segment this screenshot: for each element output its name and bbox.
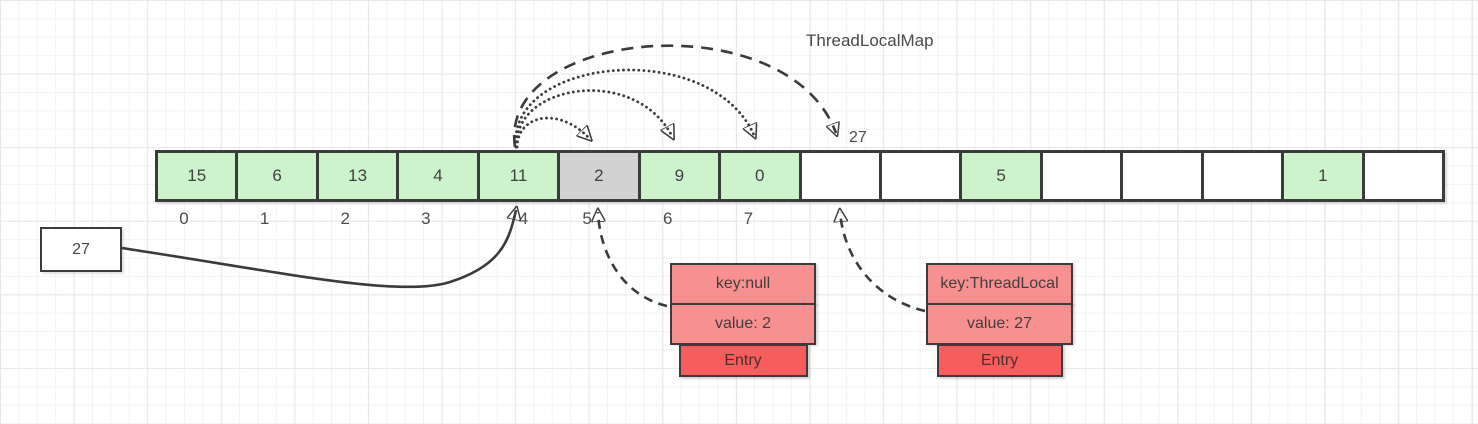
entry-value-label: value: 27 xyxy=(926,303,1073,345)
index-label: 6 xyxy=(663,209,673,228)
probe-arc-index4-to-5 xyxy=(515,116,589,149)
array-cell: 9 xyxy=(640,153,722,199)
array-cell: 11 xyxy=(479,153,561,199)
index-label: 7 xyxy=(743,209,754,228)
array-cell: 13 xyxy=(318,153,400,199)
array-cell xyxy=(881,153,963,199)
hash-value-text: 27 xyxy=(72,240,90,258)
array-cell: 0 xyxy=(721,153,802,199)
entry-box-null: key:null value: 2 Entry xyxy=(670,263,816,377)
array-cell xyxy=(1123,153,1204,199)
array-cell: 15 xyxy=(158,153,239,199)
entry-title-label: Entry xyxy=(678,344,808,377)
array-cell: 2 xyxy=(560,153,641,199)
entry-key-label: key:ThreadLocal xyxy=(926,263,1073,305)
entry-threadlocal-arrow-to-index-8 xyxy=(840,212,926,313)
index-label: 4 xyxy=(518,209,529,228)
entry-box-threadlocal: key:ThreadLocal value: 27 Entry xyxy=(926,263,1073,377)
entry-key-label: key:null xyxy=(670,263,816,305)
hash-value-box: 27 xyxy=(40,227,122,272)
index-label: 2 xyxy=(340,209,350,228)
index-label: 1 xyxy=(259,209,270,228)
probe-result-label: 27 xyxy=(849,129,867,146)
index-label: 3 xyxy=(421,209,431,228)
array-cell xyxy=(1042,153,1124,199)
entry-title-label: Entry xyxy=(936,344,1063,377)
array-cell xyxy=(1203,153,1285,199)
probe-arc-index4-to-6 xyxy=(515,89,672,149)
entry-value-label: value: 2 xyxy=(670,303,816,345)
index-label: 0 xyxy=(179,209,189,228)
array-cell: 5 xyxy=(962,153,1043,199)
array-cell: 6 xyxy=(238,153,319,199)
array-cell xyxy=(801,153,882,199)
array-cell xyxy=(1364,153,1442,199)
diagram-title: ThreadLocalMap xyxy=(806,31,934,50)
array-cell: 1 xyxy=(1284,153,1365,199)
index-label: 5 xyxy=(582,209,592,228)
probe-arc-index4-to-8 xyxy=(513,44,836,148)
probe-arc-index4-to-7 xyxy=(514,68,754,149)
array-cell: 4 xyxy=(399,153,480,199)
